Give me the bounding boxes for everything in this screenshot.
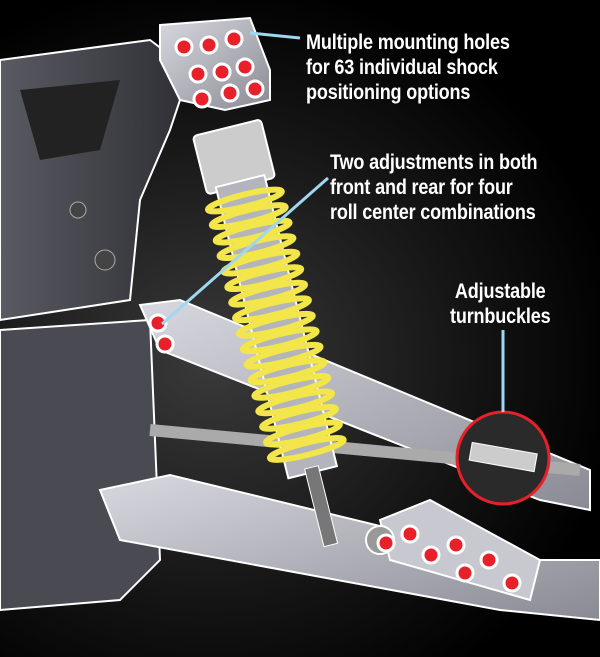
spring-coil: [212, 217, 293, 246]
mounting-hole: [188, 64, 208, 84]
mounting-hole: [174, 37, 194, 57]
callout-mounting-holes: Multiple mounting holes for 63 individua…: [306, 30, 510, 105]
spring-coil: [228, 279, 309, 308]
spring-coil: [232, 295, 312, 324]
mounting-hole: [376, 533, 396, 553]
mounting-hole: [421, 545, 441, 565]
mounting-hole: [148, 313, 168, 333]
mounting-hole: [224, 29, 244, 49]
spring-coil: [224, 264, 305, 293]
callout-line: positioning options: [306, 81, 471, 104]
callout-line: Multiple mounting holes: [306, 31, 510, 54]
mounting-hole: [235, 57, 255, 77]
spring-coil: [247, 357, 328, 386]
mounting-hole: [155, 334, 175, 354]
mounting-hole: [502, 573, 522, 593]
callout-turnbuckles: Adjustable turnbuckles: [450, 279, 551, 329]
spring-coil: [266, 435, 347, 463]
mounting-hole: [192, 89, 212, 109]
spring-coil: [239, 326, 320, 355]
mounting-hole: [479, 550, 499, 570]
spring-coil: [204, 186, 285, 215]
spring-coil: [243, 341, 324, 370]
mounting-hole: [446, 535, 466, 555]
callout-line: Two adjustments in both: [330, 151, 538, 174]
callout-roll-center: Two adjustments in both front and rear f…: [330, 150, 538, 225]
spring-coil: [255, 388, 336, 417]
shock-tower: [0, 38, 192, 322]
mounting-hole: [220, 83, 240, 103]
callout-line: front and rear for four: [330, 176, 513, 199]
callout-line: turnbuckles: [450, 305, 551, 328]
mounting-hole: [400, 524, 420, 544]
spring-coil: [263, 419, 343, 448]
spring-coil: [259, 404, 339, 432]
callout-line: roll center combinations: [330, 201, 536, 224]
mounting-hole: [199, 35, 219, 55]
mounting-hole: [245, 79, 265, 99]
spring-coil: [235, 310, 316, 339]
callout-line: Adjustable: [454, 280, 546, 303]
spring-coil: [208, 202, 289, 230]
spring-coil: [251, 372, 332, 401]
mounting-hole: [455, 563, 475, 583]
mounting-hole: [212, 62, 232, 82]
chassis: [0, 318, 162, 612]
callout-line: for 63 individual shock: [306, 56, 498, 79]
leader-lines: [161, 31, 505, 412]
